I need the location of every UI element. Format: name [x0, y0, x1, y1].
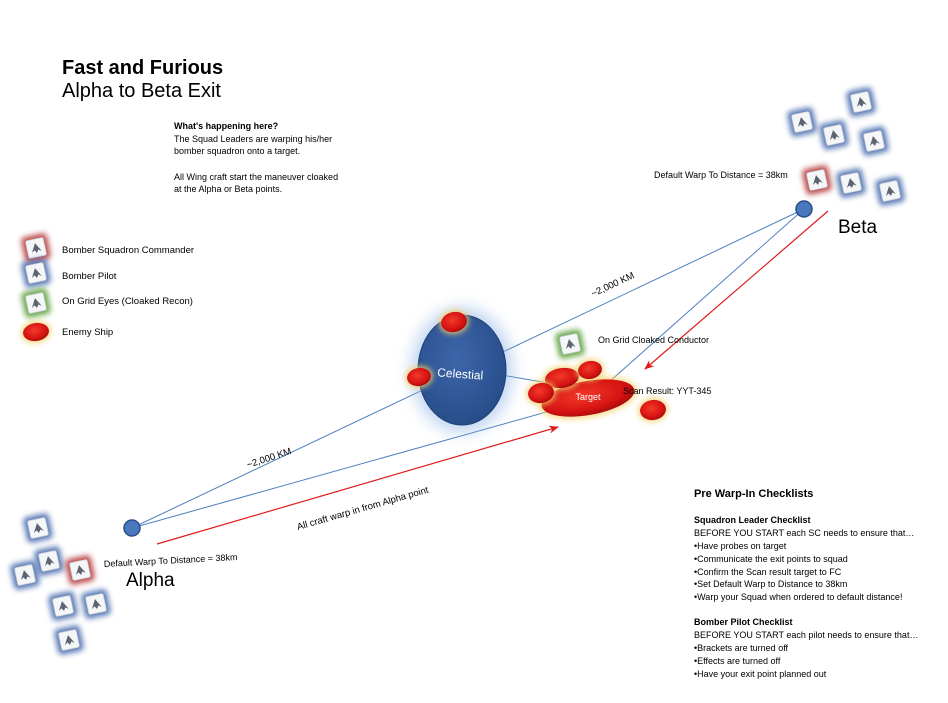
legend-eyes-icon — [21, 288, 51, 318]
beta-point-icon — [795, 200, 813, 218]
page-title: Fast and Furious — [62, 57, 224, 79]
info-line-2: bomber squadron onto a target. — [174, 146, 301, 156]
page-subtitle: Alpha to Beta Exit — [62, 80, 221, 102]
bomber-ship-icon — [58, 601, 69, 611]
target-label: Target — [575, 392, 601, 402]
bomber-ship-icon — [812, 175, 823, 185]
warp-in-label: All craft warp in from Alpha point — [296, 485, 430, 533]
enemy-ship-target-2 — [576, 358, 604, 382]
bomber-ship-icon — [846, 178, 857, 188]
bomber-ship-icon — [31, 268, 42, 278]
beta-squadron-ship-7 — [875, 176, 905, 206]
squad-leader-item-3: •Confirm the Scan result target to FC — [694, 566, 842, 577]
legend-commander-label: Bomber Squadron Commander — [62, 245, 195, 256]
beta-squadron-ship-4 — [859, 126, 889, 156]
bomber-ship-icon — [91, 599, 102, 609]
beta-squadron-ship-5 — [802, 165, 832, 195]
bomber-ship-icon — [31, 298, 42, 308]
bomber-ship-icon — [885, 186, 896, 196]
squad-leader-checklist-intro: BEFORE YOU START each SC needs to ensure… — [694, 527, 915, 538]
beta-squadron-ship-3 — [819, 120, 849, 150]
bomber-ship-icon — [869, 136, 880, 146]
info-box: What's happening here? The Squad Leaders… — [174, 120, 394, 196]
squad-leader-item-5: •Warp your Squad when ordered to default… — [694, 592, 903, 603]
warp-arrow-beta — [644, 210, 829, 370]
bomber-pilot-checklist-intro: BEFORE YOU START each pilot needs to ens… — [694, 630, 919, 641]
bomber-ship-icon — [797, 117, 808, 127]
bomber-pilot-item-1: •Brackets are turned off — [694, 643, 789, 654]
squad-leader-item-1: •Have probes on target — [694, 540, 787, 551]
enemy-ship-target-1 — [543, 365, 581, 391]
route-line-target-beta — [599, 208, 805, 391]
alpha-squadron-ship-3 — [10, 560, 40, 590]
squad-leader-item-2: •Communicate the exit points to squad — [694, 553, 848, 564]
alpha-squadron-ship-5 — [48, 591, 78, 621]
squad-leader-item-4: •Set Default Warp to Distance to 38km — [694, 579, 848, 590]
warp-arrow-alpha — [156, 425, 559, 545]
checklists-title: Pre Warp-In Checklists — [694, 488, 814, 500]
bomber-pilot-item-2: •Effects are turned off — [694, 655, 781, 666]
beta-squadron-ship-1 — [846, 87, 876, 117]
info-heading: What's happening here? — [174, 121, 279, 131]
beta-squadron-ship-6 — [836, 168, 866, 198]
legend-eyes-label: On Grid Eyes (Cloaked Recon) — [62, 296, 193, 307]
conductor-ship-icon — [555, 329, 585, 359]
alpha-squadron-ship-6 — [81, 589, 111, 619]
alpha-warp-distance-label: Default Warp To Distance = 38km — [104, 552, 238, 569]
bomber-ship-icon — [33, 523, 44, 533]
beta-warp-distance-label: Default Warp To Distance = 38km — [654, 170, 788, 180]
info-line-4: at the Alpha or Beta points. — [174, 184, 283, 194]
enemy-ship-celestial-top — [439, 309, 469, 335]
enemy-ship-right — [638, 397, 668, 423]
alpha-label: Alpha — [126, 570, 175, 591]
beta-squadron-ship-2 — [787, 107, 817, 137]
celestial-label: Celestial — [437, 365, 484, 382]
bomber-ship-icon — [31, 243, 42, 253]
bomber-pilot-item-3: •Have your exit point planned out — [694, 668, 827, 679]
warp-arrows — [156, 210, 829, 545]
alpha-point-icon — [123, 519, 141, 537]
ship-icons — [10, 87, 905, 655]
bomber-ship-icon — [44, 556, 55, 566]
legend-enemy-icon — [21, 320, 51, 344]
bomber-ship-icon — [75, 565, 86, 575]
bomber-ship-icon — [856, 97, 867, 107]
info-line-3: All Wing craft start the maneuver cloake… — [174, 171, 339, 182]
legend-pilot-label: Bomber Pilot — [62, 271, 117, 282]
enemy-ship-target-3 — [526, 380, 556, 406]
bomber-pilot-checklist-heading: Bomber Pilot Checklist — [694, 617, 793, 628]
alpha-squadron-ship-4 — [65, 555, 95, 585]
legend-commander-icon — [21, 233, 51, 263]
celestial-body: Celestial — [412, 308, 512, 432]
beta-label: Beta — [838, 217, 878, 238]
bomber-ship-icon — [20, 570, 31, 580]
distance-label-upper: ~2,000 KM — [590, 270, 637, 300]
bomber-ship-icon — [565, 339, 576, 349]
warp-points — [123, 200, 813, 537]
checklists-panel: Pre Warp-In Checklists Squadron Leader C… — [694, 488, 944, 681]
bomber-ship-icon — [64, 635, 75, 645]
route-line-alpha-target — [131, 391, 619, 529]
bomber-ship-icon — [829, 130, 840, 140]
info-line-1: The Squad Leaders are warping his/her — [174, 133, 333, 144]
enemy-ship-celestial-left — [405, 365, 433, 389]
alpha-squadron-ship-1 — [23, 513, 53, 543]
enemy-ships — [21, 309, 668, 423]
scan-result-label: Scan Result: YYT-345 — [623, 386, 712, 396]
alpha-squadron-ship-2 — [34, 546, 64, 576]
legend-pilot-icon — [21, 258, 51, 288]
alpha-squadron-ship-7 — [54, 625, 84, 655]
legend-enemy-label: Enemy Ship — [62, 327, 114, 338]
distance-label-lower: ~2,000 KM — [246, 446, 293, 471]
squad-leader-checklist-heading: Squadron Leader Checklist — [694, 514, 811, 525]
conductor-label: On Grid Cloaked Conductor — [598, 335, 710, 345]
